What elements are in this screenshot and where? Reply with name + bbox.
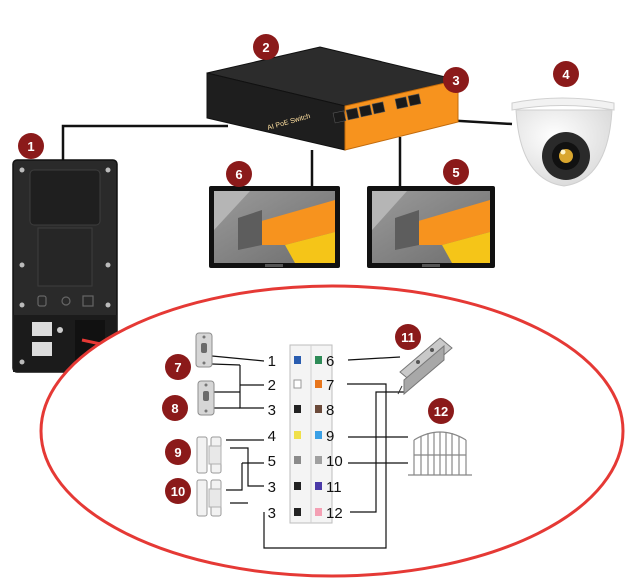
svg-text:9: 9 <box>174 445 181 460</box>
usb-port-icon <box>32 342 52 356</box>
terminal-label: 7 <box>326 377 334 394</box>
terminal-label: 11 <box>326 479 342 496</box>
terminal-block <box>289 344 333 524</box>
callout-badges: 1 2 3 4 5 6 7 8 <box>18 34 579 504</box>
dome-camera <box>511 97 615 187</box>
terminal-label: 1 <box>268 353 276 370</box>
svg-text:3: 3 <box>452 73 459 88</box>
badge-8: 8 <box>162 395 188 421</box>
monitor-5 <box>367 186 495 268</box>
terminal-left-pins <box>293 356 302 516</box>
badge-7: 7 <box>165 354 191 380</box>
terminal-label: 3 <box>268 402 276 419</box>
terminal-label: 4 <box>268 428 276 445</box>
door-contact-10 <box>196 479 222 517</box>
callout-wiring <box>211 355 408 549</box>
svg-text:11: 11 <box>401 330 415 345</box>
badge-5: 5 <box>443 159 469 185</box>
svg-text:1: 1 <box>27 139 34 154</box>
badge-4: 4 <box>553 61 579 87</box>
electric-strike-lock <box>397 337 453 396</box>
svg-text:2: 2 <box>262 40 269 55</box>
terminal-label: 8 <box>326 402 334 419</box>
terminal-label: 5 <box>268 453 276 470</box>
terminal-label: 10 <box>326 453 343 470</box>
badge-1: 1 <box>18 133 44 159</box>
badge-12: 12 <box>428 398 454 424</box>
terminal-label: 3 <box>268 479 276 496</box>
gate-icon <box>408 431 472 476</box>
svg-text:8: 8 <box>171 401 178 416</box>
poe-switch: AI PoE Switch <box>206 46 459 151</box>
terminal-label: 3 <box>268 505 276 522</box>
svg-text:5: 5 <box>452 165 459 180</box>
terminal-labels-left: 1 2 3 4 5 3 3 <box>268 353 276 522</box>
svg-text:6: 6 <box>235 167 242 182</box>
monitor-6 <box>209 186 340 268</box>
badge-9: 9 <box>165 439 191 465</box>
badge-10: 10 <box>165 478 191 504</box>
card-icon <box>82 295 94 307</box>
terminal-label: 6 <box>326 353 334 370</box>
badge-2: 2 <box>253 34 279 60</box>
door-contact-9 <box>196 436 222 474</box>
exit-button-8 <box>197 380 215 416</box>
lock-icon <box>37 295 47 307</box>
terminal-label: 12 <box>326 505 343 522</box>
usb-port-icon <box>32 322 52 336</box>
svg-text:10: 10 <box>171 484 185 499</box>
svg-text:4: 4 <box>562 67 570 82</box>
badge-11: 11 <box>395 324 421 350</box>
terminal-right-pins <box>315 356 322 516</box>
badge-6: 6 <box>226 161 252 187</box>
cable-panel-to-switch <box>61 124 228 165</box>
terminal-label: 2 <box>268 377 276 394</box>
terminal-label: 9 <box>326 428 334 445</box>
gear-icon <box>61 296 71 306</box>
svg-text:12: 12 <box>434 404 448 419</box>
svg-text:7: 7 <box>174 360 181 375</box>
intercom-panel <box>12 159 118 373</box>
badge-3: 3 <box>443 67 469 93</box>
exit-button-7 <box>195 332 213 368</box>
terminal-labels-right: 6 7 8 9 10 11 12 <box>326 353 343 522</box>
